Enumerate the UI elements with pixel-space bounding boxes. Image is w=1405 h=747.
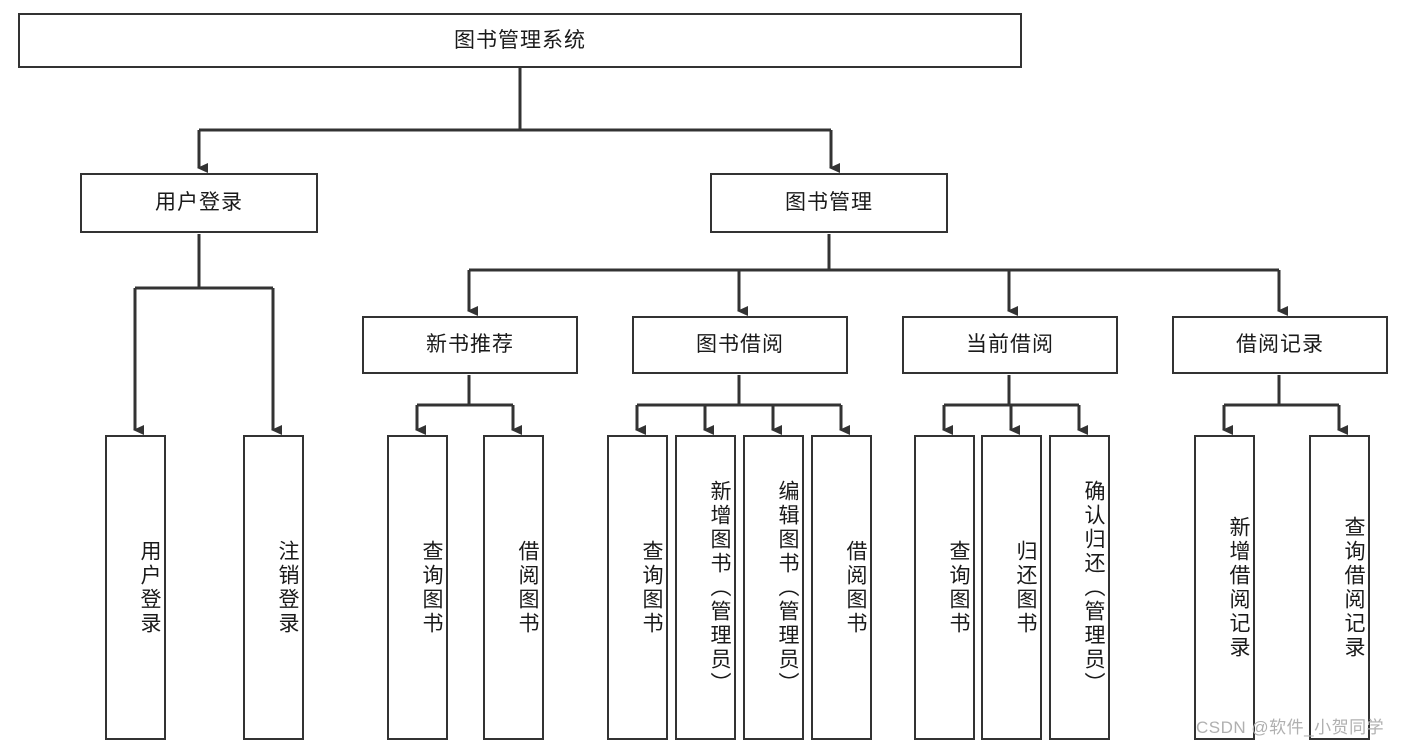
node-label: 注销登录 <box>276 539 299 636</box>
node-book-management[interactable]: 图书管理 <box>710 173 948 233</box>
node-label: 新书推荐 <box>426 333 514 357</box>
leaf-user-login-logout[interactable]: 注销登录 <box>243 435 304 740</box>
node-label: 借阅图书 <box>516 539 539 636</box>
node-label: 用户登录 <box>138 539 161 636</box>
leaf-newbook-borrow-book[interactable]: 借阅图书 <box>483 435 544 740</box>
node-label: 确认归还（管理员） <box>1082 479 1105 696</box>
leaf-record-query-record[interactable]: 查询借阅记录 <box>1309 435 1370 740</box>
leaf-borrow-edit-book-admin[interactable]: 编辑图书（管理员） <box>743 435 804 740</box>
leaf-borrow-query-book[interactable]: 查询图书 <box>607 435 668 740</box>
node-label: 图书管理系统 <box>454 28 586 52</box>
leaf-current-confirm-return-admin[interactable]: 确认归还（管理员） <box>1049 435 1110 740</box>
node-book-borrow[interactable]: 图书借阅 <box>632 316 848 374</box>
csdn-watermark: CSDN @软件_小贺同学 <box>1196 718 1385 737</box>
node-root-book-management-system[interactable]: 图书管理系统 <box>18 13 1022 68</box>
node-label: 图书管理 <box>785 191 873 215</box>
leaf-user-login-login[interactable]: 用户登录 <box>105 435 166 740</box>
leaf-borrow-borrow-book[interactable]: 借阅图书 <box>811 435 872 740</box>
node-label: 图书借阅 <box>696 333 784 357</box>
leaf-borrow-add-book-admin[interactable]: 新增图书（管理员） <box>675 435 736 740</box>
node-label: 查询图书 <box>640 539 663 636</box>
leaf-current-return-book[interactable]: 归还图书 <box>981 435 1042 740</box>
node-label: 编辑图书（管理员） <box>776 479 799 696</box>
node-label: 用户登录 <box>155 191 243 215</box>
leaf-record-add-record[interactable]: 新增借阅记录 <box>1194 435 1255 740</box>
node-new-book-recommend[interactable]: 新书推荐 <box>362 316 578 374</box>
node-label: 当前借阅 <box>966 333 1054 357</box>
node-label: 新增图书（管理员） <box>708 479 731 696</box>
node-label: 新增借阅记录 <box>1227 515 1250 660</box>
node-label: 归还图书 <box>1014 539 1037 636</box>
node-label: 借阅记录 <box>1236 333 1324 357</box>
node-label: 借阅图书 <box>844 539 867 636</box>
node-label: 查询图书 <box>947 539 970 636</box>
node-label: 查询借阅记录 <box>1342 515 1365 660</box>
node-current-borrow[interactable]: 当前借阅 <box>902 316 1118 374</box>
leaf-current-query-book[interactable]: 查询图书 <box>914 435 975 740</box>
node-borrow-record[interactable]: 借阅记录 <box>1172 316 1388 374</box>
node-label: 查询图书 <box>420 539 443 636</box>
leaf-newbook-query-book[interactable]: 查询图书 <box>387 435 448 740</box>
node-user-login[interactable]: 用户登录 <box>80 173 318 233</box>
